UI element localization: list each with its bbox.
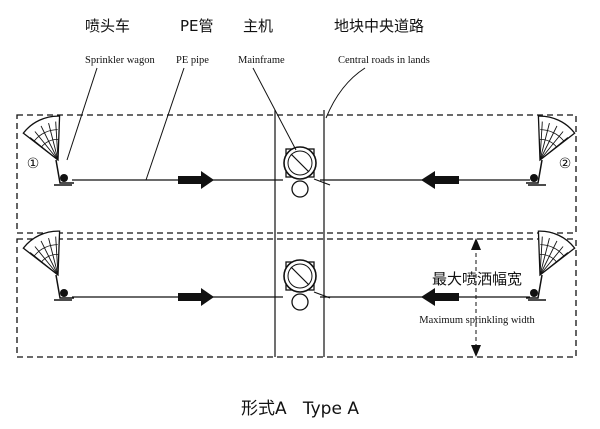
sprinkler-wagon-label-cn: 喷头车 [85, 17, 130, 35]
sprinkler-wagon-label-en: Sprinkler wagon [85, 55, 155, 66]
flow-arrow-icon [421, 171, 459, 189]
pe-pipe-label-en: PE pipe [176, 55, 209, 66]
sprinkler-fan-icon [519, 225, 578, 285]
field-boundary-bottom [16, 238, 577, 358]
flow-arrow-icon [178, 171, 214, 189]
mainframe-label-cn: 主机 [243, 17, 273, 35]
sprinkler-wagon-left-row2 [54, 274, 74, 301]
max-width-label-en: Maximum sprinkling width [419, 315, 535, 326]
pe-pipe-label-cn: PE管 [180, 17, 214, 35]
hose-reel-icon [283, 146, 331, 198]
sprinkler-wagon-right-row2 [526, 274, 546, 301]
sprinkler-wagon-left-row1 [54, 159, 74, 186]
flow-arrow-icon [421, 288, 459, 306]
leader-pe-pipe [145, 67, 185, 181]
marker-1: ① [27, 156, 40, 172]
marker-2: ② [559, 156, 572, 172]
max-width-dimension [471, 238, 481, 357]
leader-mainframe [252, 67, 297, 151]
leader-central-roads [325, 67, 366, 119]
leader-sprinkler-wagon [66, 67, 98, 161]
central-roads-label-cn: 地块中央道路 [334, 17, 424, 35]
central-roads-label-en: Central roads in lands [338, 55, 430, 66]
sprinkler-wagon-right-row1 [526, 159, 546, 186]
diagram-caption: 形式A Type A [241, 399, 359, 419]
flow-arrow-icon [178, 288, 214, 306]
hose-reel-icon [283, 259, 331, 311]
max-width-label-cn: 最大喷洒幅宽 [432, 270, 522, 288]
sprinkler-fan-icon [20, 225, 79, 285]
field-boundary-top [16, 114, 577, 234]
mainframe-label-en: Mainframe [238, 55, 285, 66]
